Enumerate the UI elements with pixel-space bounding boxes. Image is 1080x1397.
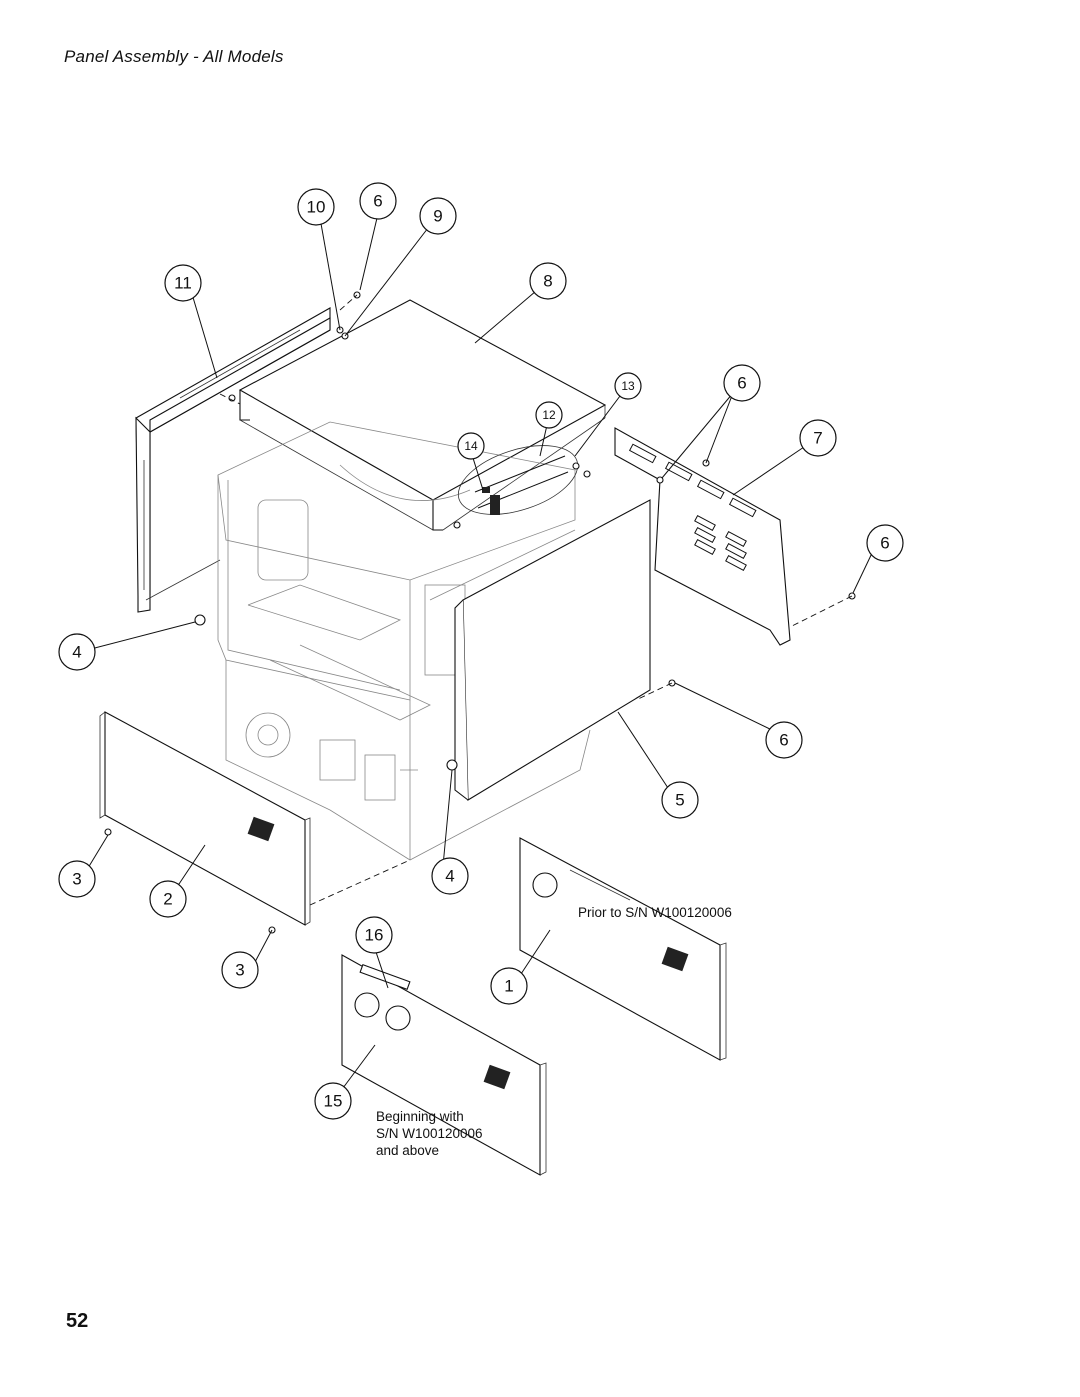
- front-side-panel: [454, 499, 651, 801]
- right-side-panel: [614, 427, 791, 646]
- callout-7: 7: [799, 419, 837, 457]
- vent-slots: [628, 443, 757, 572]
- callout-4-lower-label: 4: [445, 867, 454, 886]
- callout-3-upper-label: 3: [72, 870, 81, 889]
- kick-panel-current: [341, 954, 547, 1176]
- callout-6-right: 6: [723, 364, 761, 402]
- callout-5-label: 5: [675, 791, 684, 810]
- note-beginning-line3: and above: [376, 1143, 439, 1158]
- callout-6-top: 6: [359, 182, 397, 220]
- callout-6-right-label: 6: [737, 374, 746, 393]
- callout-6-top-label: 6: [373, 192, 382, 211]
- callout-4-left-label: 4: [72, 643, 81, 662]
- callout-8: 8: [529, 262, 567, 300]
- callout-16-label: 16: [365, 926, 384, 945]
- callout-10-label: 10: [307, 198, 326, 217]
- callout-11: 11: [164, 264, 202, 302]
- callout-10: 10: [297, 188, 335, 226]
- leader-lines: [86, 217, 874, 1093]
- callout-9-label: 9: [433, 207, 442, 226]
- callout-15-label: 15: [324, 1092, 343, 1111]
- callout-4-lower: 4: [431, 857, 469, 895]
- callout-7-label: 7: [813, 429, 822, 448]
- oven-body: [217, 421, 591, 861]
- note-beginning-line2: S/N W100120006: [376, 1126, 483, 1141]
- page-number: 52: [66, 1310, 89, 1332]
- callout-2-label: 2: [163, 890, 172, 909]
- callout-12-label: 12: [542, 408, 556, 422]
- callout-1: 1: [490, 967, 528, 1005]
- note-beginning-line1: Beginning with: [376, 1109, 464, 1124]
- assembly-lines: [219, 294, 853, 906]
- callout-1-label: 1: [504, 977, 513, 996]
- callout-13: 13: [614, 372, 642, 400]
- callout-16: 16: [355, 916, 393, 954]
- callout-8-label: 8: [543, 272, 552, 291]
- callout-3-upper: 3: [58, 860, 96, 898]
- callout-14: 14: [457, 432, 485, 460]
- kick-panel-prior: [519, 837, 727, 1061]
- callout-6-lower: 6: [765, 721, 803, 759]
- callout-13-label: 13: [621, 379, 635, 393]
- callout-15: 15: [314, 1082, 352, 1120]
- left-side-panel: [135, 307, 331, 613]
- callout-3-lower-label: 3: [235, 961, 244, 980]
- note-prior-serial: Prior to S/N W100120006: [578, 905, 732, 920]
- callout-3-lower: 3: [221, 951, 259, 989]
- callout-6-side-label: 6: [880, 534, 889, 553]
- callout-12: 12: [535, 401, 563, 429]
- callout-14-label: 14: [464, 439, 478, 453]
- callout-4-left: 4: [58, 633, 96, 671]
- callout-6-lower-label: 6: [779, 731, 788, 750]
- lower-front-panel: [99, 711, 311, 926]
- fasteners: [104, 291, 856, 934]
- coil-assembly: [457, 445, 579, 515]
- page-title: Panel Assembly - All Models: [64, 47, 284, 66]
- callout-2: 2: [149, 880, 187, 918]
- callout-11-label: 11: [174, 274, 192, 293]
- callout-5: 5: [661, 781, 699, 819]
- callout-6-side: 6: [866, 524, 904, 562]
- callout-9: 9: [419, 197, 457, 235]
